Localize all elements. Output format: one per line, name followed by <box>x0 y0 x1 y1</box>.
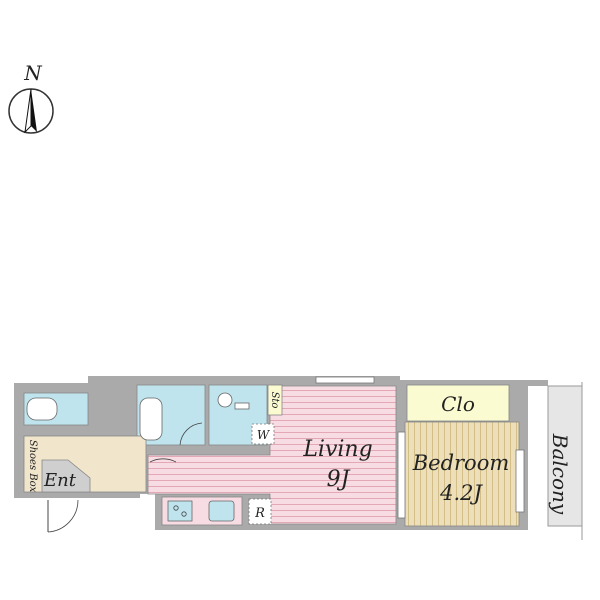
closet-label: Clo <box>441 392 475 416</box>
entrance-label: Ent <box>43 470 77 491</box>
shoes-box-label: Shoes Box <box>27 440 38 493</box>
window-north <box>315 376 375 384</box>
sliding-partition <box>397 431 406 519</box>
bedroom-label: Bedroom <box>412 451 510 475</box>
fridge-space <box>248 498 272 525</box>
living-label: Living <box>302 437 372 462</box>
living-door-swing <box>149 458 177 463</box>
stove-icon <box>167 500 193 522</box>
north-label: N <box>23 61 43 85</box>
washer-label: W <box>257 428 271 442</box>
entrance-step <box>41 459 91 493</box>
storage-label: Sto <box>269 392 280 409</box>
toilet-icon <box>26 397 58 421</box>
storage <box>267 384 283 416</box>
sink-icon <box>208 500 235 522</box>
washer-space <box>251 423 275 445</box>
north-arrow-icon <box>31 89 37 132</box>
entrance-door <box>47 499 79 533</box>
living-size: 9J <box>327 467 351 492</box>
bath-door-swing <box>179 422 203 446</box>
balcony-label: Balcony <box>548 433 572 515</box>
bedroom-floor <box>404 421 520 527</box>
bedroom-size: 4.2J <box>439 481 483 505</box>
compass: N <box>8 61 54 134</box>
washbasin-icon <box>217 392 233 408</box>
bedroom-window <box>515 449 525 513</box>
fridge-label: R <box>254 506 265 521</box>
closet <box>406 384 510 422</box>
bathtub-icon <box>139 397 163 441</box>
